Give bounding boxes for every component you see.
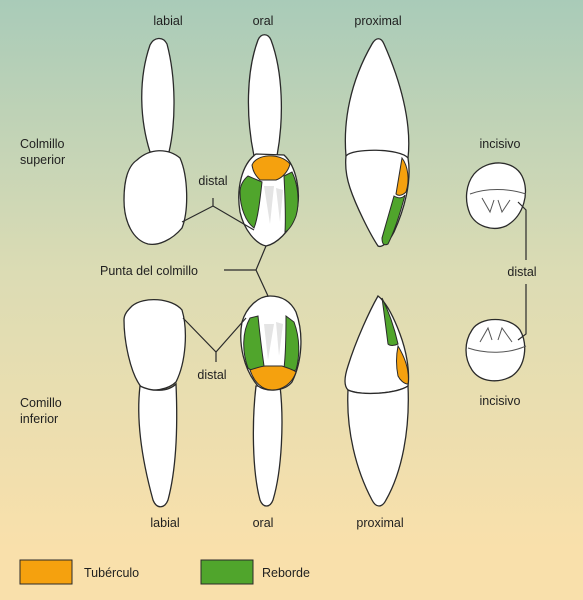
legend-background (0, 548, 583, 600)
upper-canine-incisal-view (465, 162, 527, 229)
cusp-tip-label: Punta del colmillo (100, 264, 198, 278)
bottom-labial-label: labial (150, 516, 179, 530)
upper-oral-tubercle (251, 155, 291, 181)
upper-oral-ridge-right (283, 171, 299, 233)
legend-label-ridge: Reborde (262, 566, 310, 580)
upper-incisal-label: incisivo (480, 137, 521, 151)
upper-canine-oral-view (238, 34, 299, 247)
top-oral-label: oral (253, 14, 274, 28)
bottom-oral-label: oral (253, 516, 274, 530)
legend-label-tubercle: Tubérculo (84, 566, 139, 580)
lower-canine-proximal-view (344, 295, 410, 507)
lower-incisal-label: incisivo (480, 394, 521, 408)
legend-swatch-tubercle (19, 559, 73, 585)
lower-canine-oral-view (240, 295, 302, 507)
lower-oral-tubercle (249, 365, 297, 391)
lower-canine-labial-view (123, 299, 186, 508)
right-distal-label: distal (507, 265, 536, 279)
diagram-background (0, 0, 583, 548)
lower-proximal-ridge (381, 297, 399, 346)
lower-canine-label-line2: inferior (20, 412, 58, 426)
upper-oral-ridge-left (239, 175, 263, 229)
lower-distal-label: distal (197, 368, 226, 382)
legend-swatch-ridge (200, 559, 254, 585)
right-distal-leader-bottom (517, 284, 527, 341)
upper-canine-label-line2: superior (20, 153, 65, 167)
upper-canine-proximal-view (344, 38, 410, 248)
upper-canine-labial-view (123, 37, 188, 246)
top-proximal-label: proximal (354, 14, 401, 28)
right-distal-leader-top (517, 201, 527, 260)
lower-canine-label-line1: Comillo (20, 396, 62, 410)
lower-proximal-tubercle (396, 344, 409, 385)
upper-canine-label-line1: Colmillo (20, 137, 65, 151)
top-labial-label: labial (153, 14, 182, 28)
upper-distal-label: distal (198, 174, 227, 188)
lower-canine-incisal-view (465, 318, 527, 382)
legend: Tubérculo Reborde (19, 559, 310, 585)
upper-proximal-tubercle (395, 156, 409, 196)
bottom-proximal-label: proximal (356, 516, 403, 530)
upper-proximal-ridge (381, 194, 406, 246)
